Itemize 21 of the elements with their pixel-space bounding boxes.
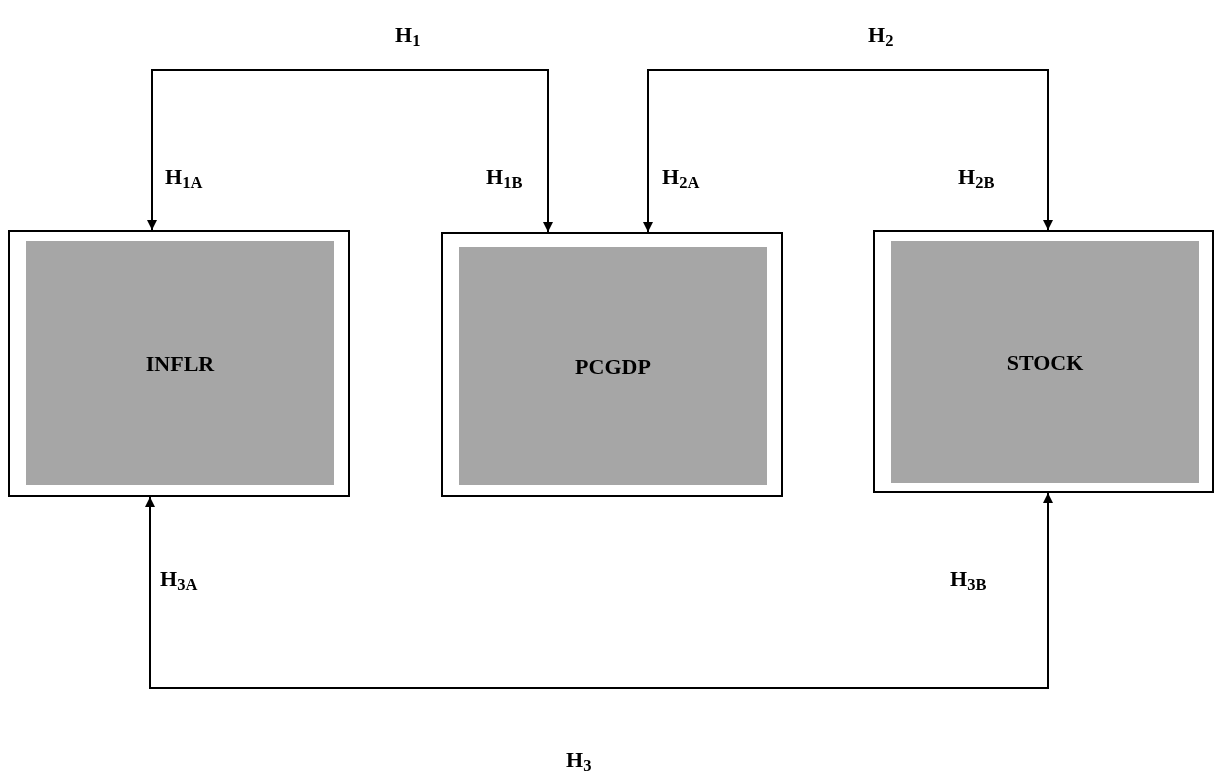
path-label: H$_{3A}$: [160, 565, 198, 595]
connector-arrow: [145, 492, 1053, 689]
edge-label: H$_{2}$: [868, 21, 894, 51]
path-label: H$_{3B}$: [950, 565, 987, 595]
path-label: H$_{1B}$: [486, 163, 523, 193]
connector-arrow: [643, 69, 1053, 233]
variable-name: INFLR: [145, 349, 215, 378]
variable-box: [26, 241, 334, 485]
edge-label: H$_{1}$: [395, 21, 421, 51]
connector-arrow: [147, 69, 553, 233]
variable-box: [891, 241, 1199, 483]
frame-box: [873, 230, 1214, 493]
variable-box: [459, 247, 767, 485]
path-label: H$_{2B}$: [958, 163, 995, 193]
frame-box: [441, 232, 783, 497]
edge-label: H$_{3}$: [566, 746, 592, 774]
variable-name: STOCK: [1006, 348, 1084, 377]
path-label: H$_{2A}$: [662, 163, 700, 193]
frame-box: [8, 230, 350, 497]
variable-name: PCGDP: [575, 352, 651, 381]
path-label: H$_{1A}$: [165, 163, 203, 193]
